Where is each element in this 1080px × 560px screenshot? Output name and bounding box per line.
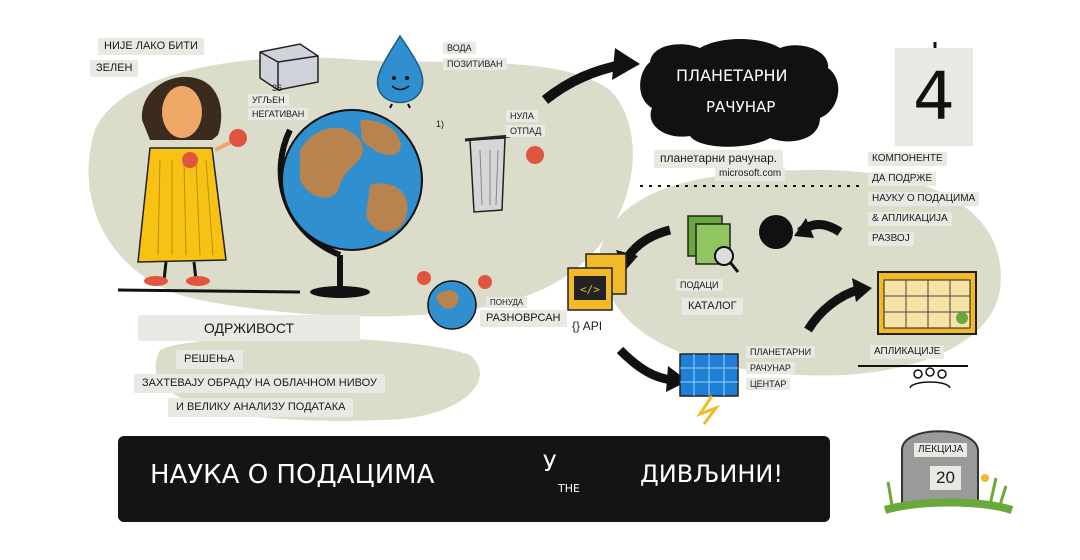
arrow-to-hub-head xyxy=(666,366,688,392)
data-catalog-icon xyxy=(687,215,740,273)
small-globe-illustration xyxy=(417,271,492,330)
trash-can-illustration xyxy=(464,134,544,213)
carbon-cube-illustration xyxy=(259,43,319,91)
ground-line xyxy=(117,288,301,294)
hub-line-1: ПЛАНЕТАРНИ xyxy=(746,346,816,359)
arrow-into-dot-head xyxy=(794,218,814,238)
speech-line-2: ЗЕЛЕН xyxy=(90,60,139,77)
planetary-link-line-1[interactable]: планетарни рачунар. xyxy=(654,150,784,168)
components-line-4: & АПЛИКАЦИЈА xyxy=(868,212,952,226)
water-line-1: ВОДА xyxy=(443,42,476,55)
requirements-line-2: И ВЕЛИКУ АНАЛИЗУ ПОДАТАКА xyxy=(168,398,354,417)
carbon-line-2: НЕГАТИВАН xyxy=(248,108,309,121)
data-catalog-line-1: ПОДАЦИ xyxy=(676,279,723,292)
biodiversity-line-1: ПОНУДА xyxy=(486,297,528,309)
arrow-to-cloud-head xyxy=(612,48,640,80)
people-icon xyxy=(909,367,951,389)
hub-line-3: ЦЕНТАР xyxy=(746,378,791,391)
title-part-2: ДИВЉИНИ! xyxy=(640,460,783,488)
components-count: 4 xyxy=(895,48,973,146)
title-part-1: НАУКА О ПОДАЦИМА xyxy=(150,460,435,490)
title-banner xyxy=(118,436,830,522)
arrow-to-apps xyxy=(804,285,860,333)
title-part-the: THE xyxy=(558,482,580,495)
components-line-3: НАУКУ О ПОДАЦИМА xyxy=(868,192,980,206)
requirements-line-1: ЗАХТЕВАЈУ ОБРАДУ НА ОБЛАЧНОМ НИВОУ xyxy=(134,374,385,393)
applications-icon xyxy=(877,271,977,335)
title-part-in: У xyxy=(543,452,557,477)
api-icon: </> xyxy=(567,253,627,311)
data-catalog-line-2: КАТАЛОГ xyxy=(682,298,743,315)
api-label: {} API xyxy=(572,319,603,333)
components-line-5: РАЗВОЈ xyxy=(868,232,914,246)
waste-line-2: ОТПАД xyxy=(506,125,546,138)
components-line-2: ДА ПОДРЖЕ xyxy=(868,172,937,186)
arrow-to-hub xyxy=(616,346,673,385)
lesson-label: ЛЕКЦИЈА xyxy=(914,443,968,457)
planetary-link-line-2[interactable]: microsoft.com xyxy=(715,167,786,181)
svg-text:</>: </> xyxy=(580,283,600,296)
solutions-label: РЕШЕЊА xyxy=(176,350,243,369)
planetary-hub-icon xyxy=(679,353,739,425)
globe-illustration xyxy=(277,109,423,298)
cloud-title-line-2: РАЧУНАР xyxy=(706,98,776,116)
water-drop-illustration xyxy=(376,34,424,109)
water-line-2: ПОЗИТИВАН xyxy=(443,58,507,71)
hub-line-2: РАЧУНАР xyxy=(746,362,795,375)
lesson-number: 20 xyxy=(930,466,961,490)
carbon-number: 36 xyxy=(272,83,283,93)
cloud-title-line-1: ПЛАНЕТАРНИ xyxy=(676,66,788,85)
central-dot xyxy=(759,215,793,249)
planetary-cloud-shape xyxy=(640,39,839,147)
waste-number: 1) xyxy=(436,119,445,129)
components-line-1: КОМПОНЕНТЕ xyxy=(868,152,947,166)
waste-line-1: НУЛА xyxy=(506,110,538,123)
arrow-to-apps-head xyxy=(852,278,872,302)
carbon-line-1: УГЉЕН xyxy=(248,94,289,107)
applications-label: АПЛИКАЦИЈЕ xyxy=(870,345,945,359)
biodiversity-line-2: РАЗНОВРСАН xyxy=(480,310,567,327)
speech-line-1: НИЈЕ ЛАКО БИТИ xyxy=(98,38,204,55)
person-illustration xyxy=(137,76,247,286)
sustainability-heading: ОДРЖИВОСТ xyxy=(138,315,360,342)
